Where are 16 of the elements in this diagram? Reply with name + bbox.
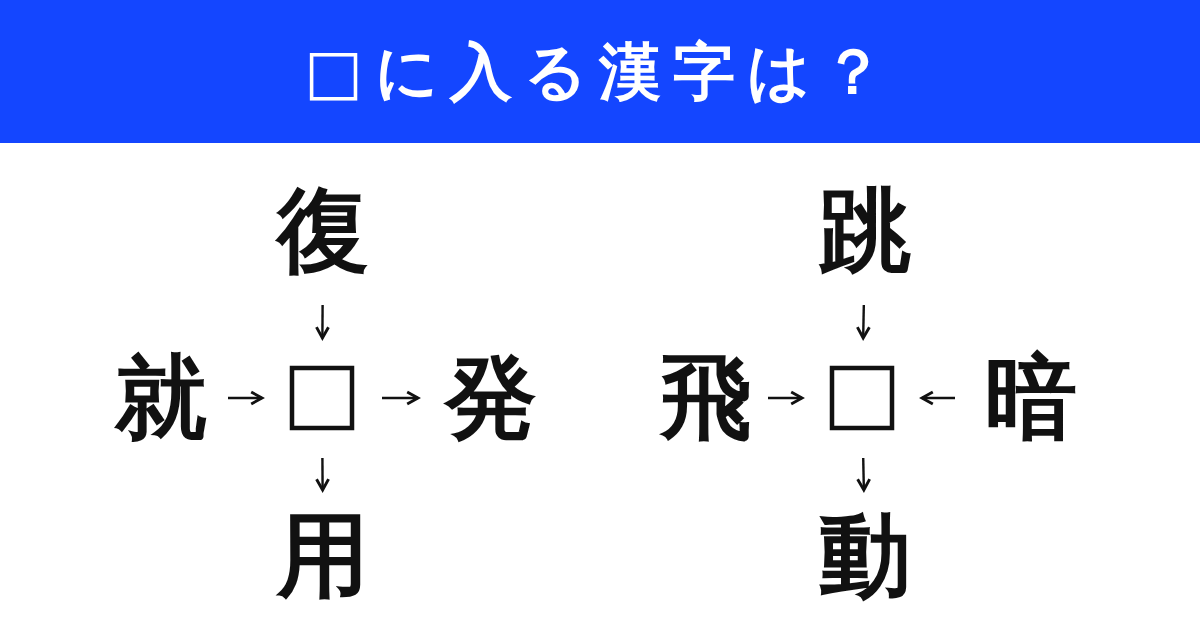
arrow (920, 390, 955, 406)
arrow (382, 390, 420, 406)
kanji-character: 動 (819, 510, 911, 602)
kanji-character: 発 (445, 352, 537, 444)
arrow (856, 457, 872, 492)
kanji-character: 復 (277, 185, 369, 277)
kanji-character: 跳 (819, 185, 911, 277)
title: □に入る漢字は？ (304, 34, 896, 110)
kanji-character: 飛 (660, 352, 752, 444)
arrow (855, 304, 871, 340)
arrow (315, 458, 330, 492)
kanji-character: 就 (115, 352, 207, 444)
arrow (315, 305, 330, 340)
kanji-character: 用 (277, 510, 369, 602)
arrow (768, 390, 804, 406)
arrow (228, 390, 264, 406)
